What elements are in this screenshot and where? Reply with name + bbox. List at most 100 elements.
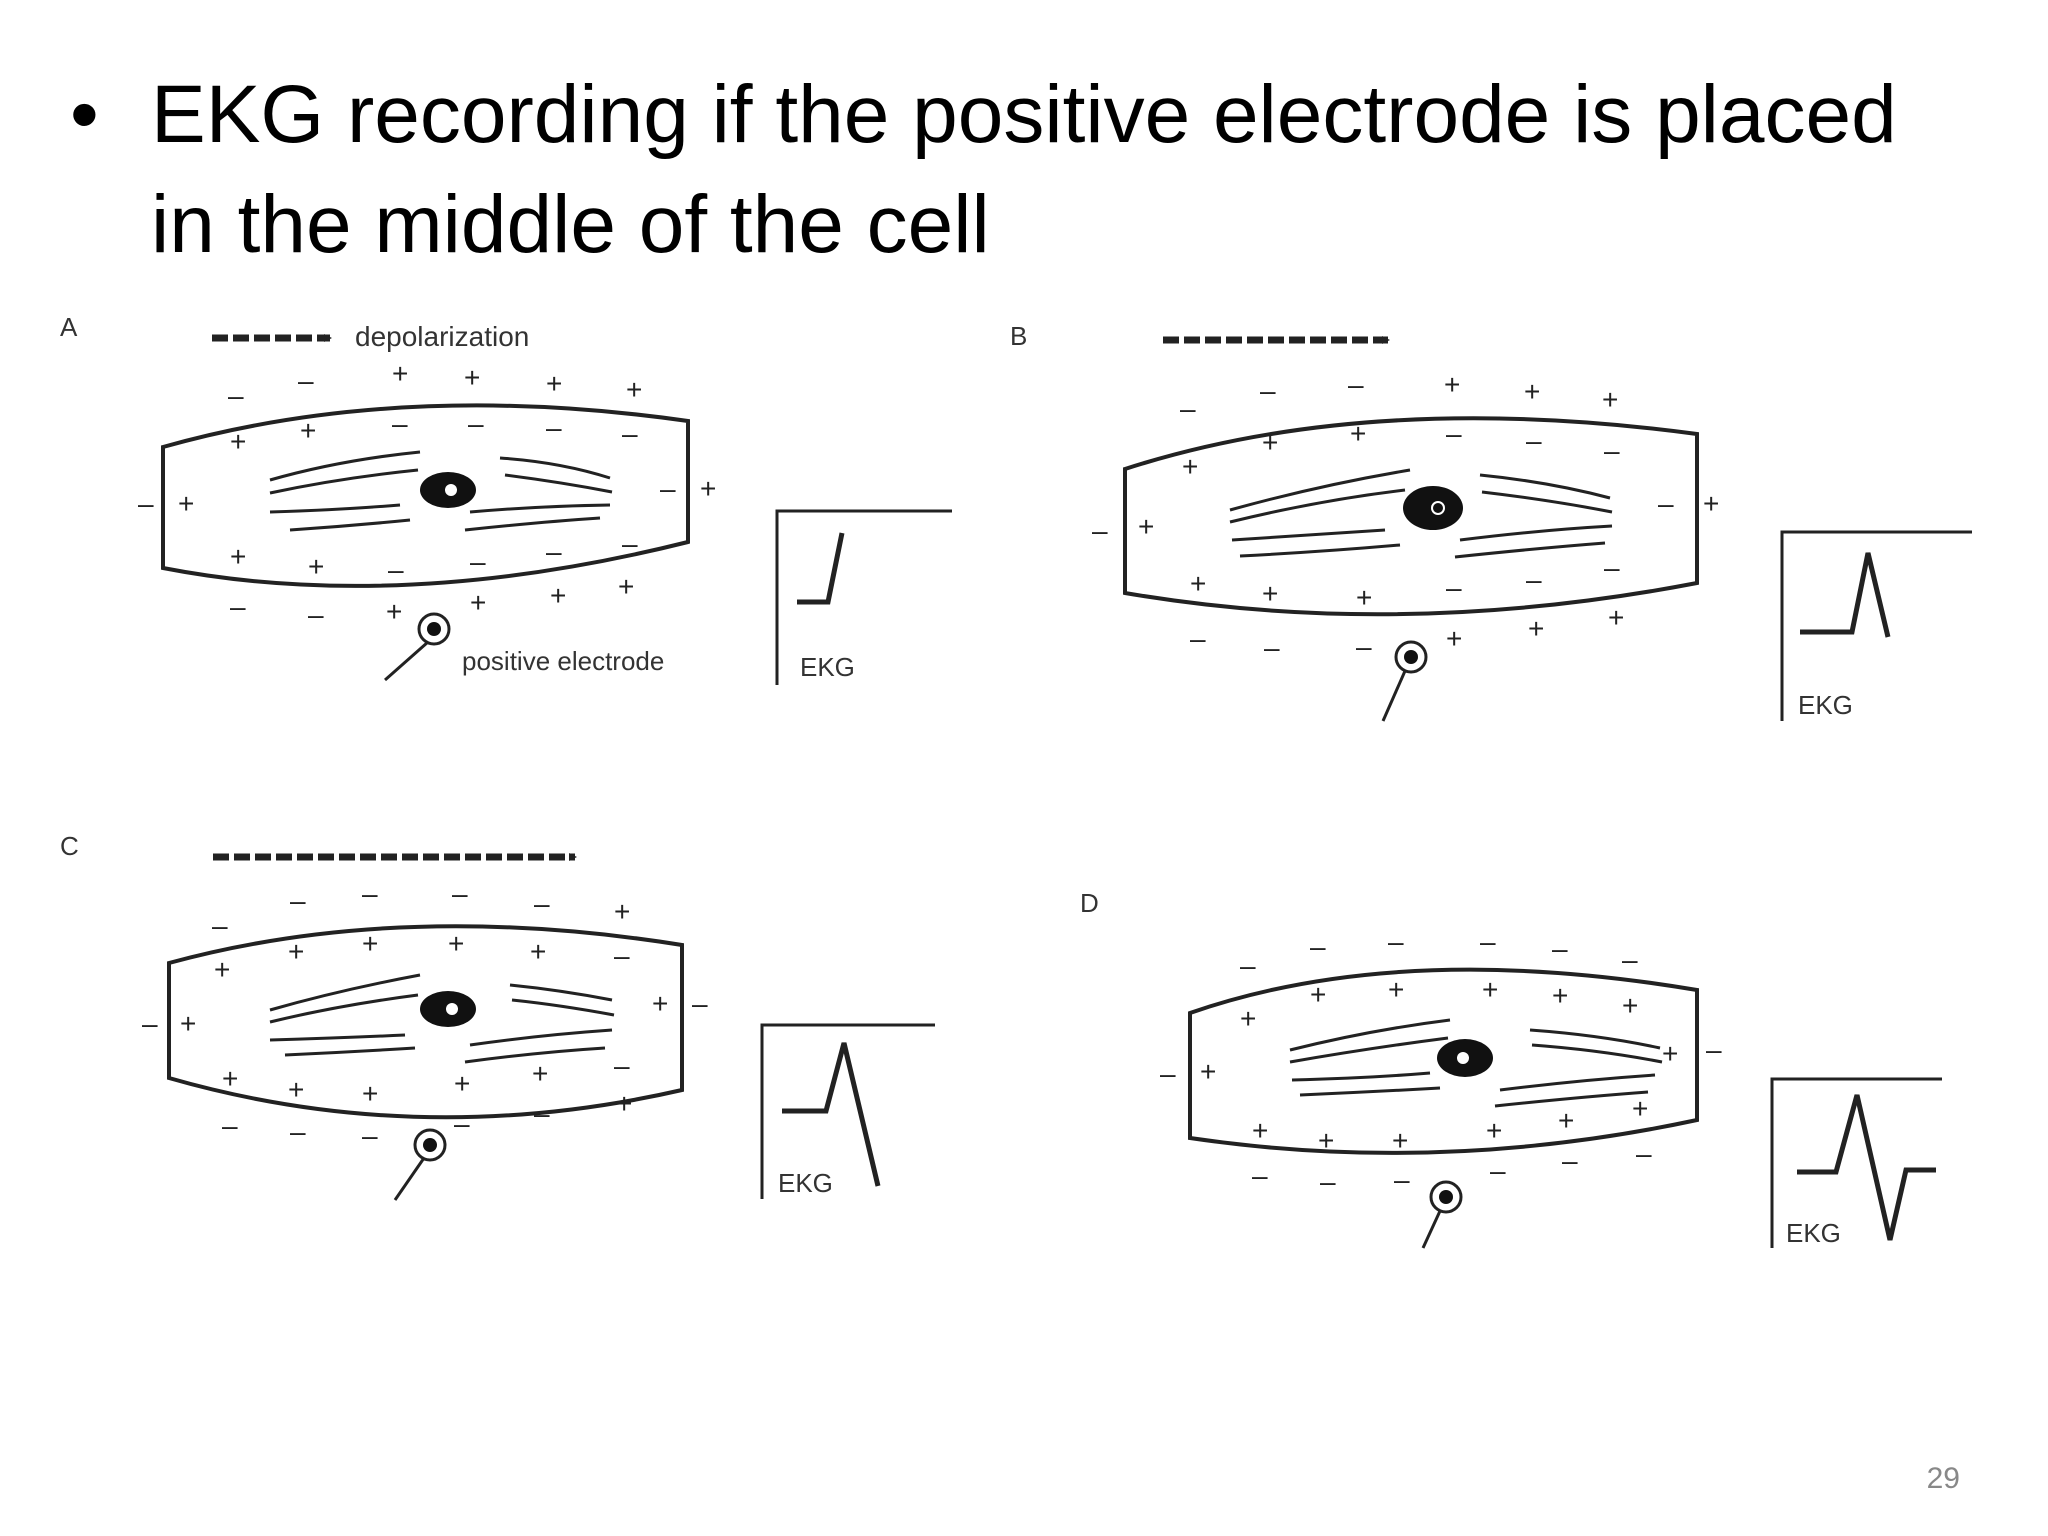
svg-text:+: + [1622,990,1638,1021]
panel-a-cell-outline [161,403,690,588]
svg-text:–: – [1636,1138,1652,1169]
svg-text:–: – [1446,572,1462,603]
svg-text:+: + [1662,1038,1678,1069]
svg-text:+: + [1388,974,1404,1005]
svg-text:+: + [618,571,634,602]
panel-b: B –– –+ ++ ++ +– –– –+ –+ ++ +– –– –– [1010,321,1972,722]
svg-text:+: + [530,936,546,967]
svg-text:+: + [470,587,486,618]
svg-text:+: + [1262,578,1278,609]
panel-b-charges: –– –+ ++ ++ +– –– –+ –+ ++ +– –– –– –+ +… [1092,369,1719,663]
svg-text:+: + [652,988,668,1019]
svg-text:+: + [288,936,304,967]
panel-a-arrow-label: depolarization [355,321,529,352]
svg-text:+: + [308,551,324,582]
svg-text:+: + [1558,1105,1574,1136]
svg-text:+: + [616,1088,632,1119]
svg-text:–: – [622,418,638,449]
svg-text:+: + [230,426,246,457]
svg-text:–: – [362,878,378,909]
panel-a-letter: A [60,312,78,342]
panel-b-cell-outline [1123,416,1699,617]
svg-text:+: + [1608,602,1624,633]
svg-text:–: – [614,1050,630,1081]
svg-text:–: – [614,940,630,971]
svg-text:–: – [1604,552,1620,583]
panel-b-positive-electrode [1381,640,1428,722]
panel-c-nucleolus [446,1003,458,1015]
svg-text:+: + [1318,1125,1334,1156]
svg-text:+: + [454,1068,470,1099]
svg-text:–: – [534,1098,550,1129]
svg-text:–: – [622,528,638,559]
svg-text:+: + [1446,623,1462,654]
title-text: EKG recording if the positive electrode … [151,69,1897,270]
svg-text:–: – [1622,944,1638,975]
panel-c-myofibrils [269,973,615,1064]
panel-d-cell-outline [1188,967,1699,1155]
svg-text:–: – [1160,1058,1176,1089]
panel-d-ekg-axes [1770,1077,1942,1248]
panel-d-letter: D [1080,888,1099,918]
svg-text:+: + [362,1078,378,1109]
panel-b-ekg-axes [1780,530,1972,721]
svg-text:+: + [1240,1003,1256,1034]
svg-text:+: + [180,1008,196,1039]
svg-text:–: – [660,473,676,504]
panel-c-cell-outline [167,924,684,1120]
svg-text:–: – [142,1008,158,1039]
svg-text:–: – [1180,393,1196,424]
svg-text:–: – [230,591,246,622]
svg-text:–: – [452,878,468,909]
title-bullet: • [70,69,99,160]
panel-c-charges: –– –– –+ ++ ++ +– –+ +– ++ ++ +– –– –– –… [142,878,708,1151]
svg-text:–: – [1658,488,1674,519]
svg-text:–: – [1526,564,1542,595]
panel-a-ekg-label: EKG [800,652,855,682]
svg-text:+: + [448,928,464,959]
svg-text:–: – [138,488,154,519]
panel-d: D –– –– –– ++ ++ ++ –+ +– ++ ++ ++ –– [1080,888,1942,1249]
svg-text:–: – [290,885,306,916]
svg-text:+: + [626,374,642,405]
panel-b-letter: B [1010,321,1027,351]
svg-text:+: + [532,1058,548,1089]
panel-d-ekg-trace [1797,1094,1936,1241]
svg-text:–: – [1394,1164,1410,1195]
panel-d-positive-electrode [1421,1180,1463,1249]
svg-text:–: – [1264,632,1280,663]
svg-text:–: – [1092,515,1108,546]
svg-text:–: – [1446,418,1462,449]
svg-text:+: + [1182,451,1198,482]
panel-d-ekg-label: EKG [1786,1218,1841,1248]
panel-b-nucleolus [1431,501,1445,515]
panel-c-letter: C [60,831,79,861]
svg-text:–: – [1388,926,1404,957]
svg-text:–: – [454,1108,470,1139]
panel-c-ekg-axes [760,1023,935,1199]
panel-a-charges: –– ++ ++ ++ –– –– –+ –+ ++ –– –– –– ++ +… [138,358,716,630]
svg-text:+: + [1482,974,1498,1005]
svg-text:+: + [1632,1093,1648,1124]
svg-text:+: + [1262,427,1278,458]
svg-text:+: + [1602,384,1618,415]
svg-text:–: – [388,554,404,585]
svg-text:–: – [1240,950,1256,981]
panel-d-myofibrils [1289,1018,1663,1108]
svg-text:+: + [300,415,316,446]
svg-text:+: + [1138,511,1154,542]
svg-text:+: + [1200,1056,1216,1087]
panel-a: A depolarization –– ++ ++ ++ –– –– –+ –+… [60,312,952,685]
svg-text:+: + [550,580,566,611]
svg-text:–: – [298,365,314,396]
svg-text:+: + [700,473,716,504]
panel-a-nucleolus [445,484,457,496]
svg-text:–: – [1706,1034,1722,1065]
svg-text:+: + [222,1063,238,1094]
svg-text:–: – [392,408,408,439]
panel-c-ekg-trace [782,1042,881,1187]
panel-c-ekg-label: EKG [778,1168,833,1198]
svg-text:+: + [392,358,408,389]
svg-text:+: + [1392,1125,1408,1156]
svg-text:–: – [546,536,562,567]
